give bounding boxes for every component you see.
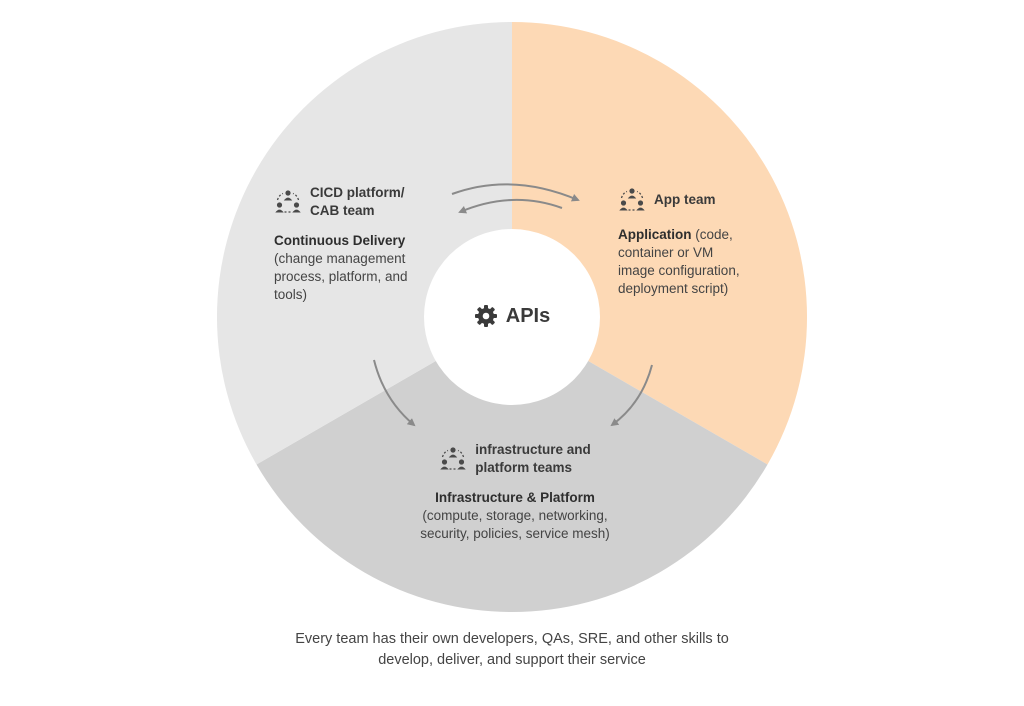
infra-description: Infrastructure & Platform (compute, stor… <box>400 489 630 543</box>
app-desc-line-2: container or VM <box>618 245 714 260</box>
infra-desc-line-2: security, policies, service mesh) <box>420 526 610 541</box>
infra-team-name-line-2: platform teams <box>475 460 573 475</box>
app-team-header: App team <box>618 186 778 214</box>
apis-text: APIs <box>505 304 551 327</box>
team-icon <box>440 447 466 470</box>
app-team-block: App team Application (code, container or… <box>618 186 778 298</box>
cicd-team-name: CICD platform/ CAB team <box>310 184 405 220</box>
team-icon <box>619 188 645 211</box>
team-icon <box>275 190 301 213</box>
center-circle <box>424 229 600 405</box>
app-desc-line-3: image configuration, <box>618 263 740 278</box>
app-desc-line-1: (code, <box>691 227 733 242</box>
app-title: Application <box>618 227 692 242</box>
apis-label: APIs <box>440 298 584 334</box>
app-desc-line-4: deployment script) <box>618 281 729 296</box>
caption-line-2: develop, deliver, and support their serv… <box>378 652 646 668</box>
infra-desc-line-1: (compute, storage, networking, <box>422 508 608 523</box>
cicd-team-name-line-1: CICD platform/ <box>310 185 405 200</box>
infra-team-block: infrastructure and platform teams Infras… <box>400 441 630 543</box>
app-team-name: App team <box>654 192 716 207</box>
cicd-title: Continuous Delivery <box>274 233 406 248</box>
infra-team-header: infrastructure and platform teams <box>400 441 630 477</box>
infra-team-name: infrastructure and platform teams <box>475 441 591 477</box>
arrow-cicd-to-infra <box>373 359 416 427</box>
cicd-desc-line-1: (change management <box>274 251 406 266</box>
cicd-team-header: CICD platform/ CAB team <box>274 184 444 220</box>
app-description: Application (code, container or VM image… <box>618 226 778 298</box>
arrow-cicd-to-app <box>451 183 580 202</box>
caption-line-1: Every team has their own developers, QAs… <box>295 631 729 647</box>
segment-infra <box>256 317 768 613</box>
infra-title: Infrastructure & Platform <box>435 490 595 505</box>
cicd-desc-line-2: process, platform, and <box>274 269 408 284</box>
caption: Every team has their own developers, QAs… <box>212 629 812 671</box>
cicd-team-name-line-2: CAB team <box>310 203 375 218</box>
infra-team-name-line-1: infrastructure and <box>475 442 591 457</box>
cicd-team-block: CICD platform/ CAB team Continuous Deliv… <box>274 184 444 304</box>
cicd-description: Continuous Delivery (change management p… <box>274 232 444 304</box>
arrow-app-to-infra <box>610 364 653 427</box>
cicd-desc-line-3: tools) <box>274 287 308 302</box>
gear-icon <box>474 305 497 327</box>
arrow-app-to-cicd <box>458 198 563 214</box>
